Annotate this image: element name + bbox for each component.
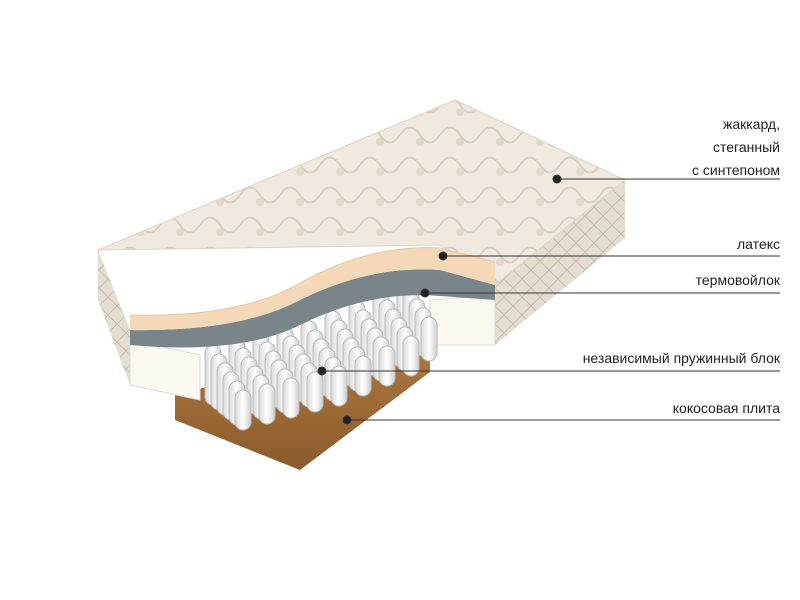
label-felt: термовойлок	[695, 272, 780, 288]
spring-block	[204, 280, 438, 431]
foam-block-right	[429, 294, 496, 346]
dot-coconut	[342, 415, 352, 425]
label-latex: латекс	[737, 236, 780, 252]
label-coconut: кокосовая плита	[672, 400, 780, 416]
pocket-spring	[234, 389, 252, 431]
pocket-spring	[330, 365, 348, 407]
dot-cover	[552, 174, 562, 184]
side-left	[98, 250, 130, 385]
pocket-spring	[282, 377, 300, 419]
latex-layer	[130, 247, 495, 331]
top-cover	[97, 99, 626, 286]
label-cover: жаккард, стеганный с синтепоном	[692, 113, 780, 182]
dot-springs	[317, 366, 327, 376]
side-right	[495, 180, 625, 345]
pocket-spring	[378, 345, 396, 387]
label-cover-line3: с синтепоном	[692, 162, 780, 178]
pocket-spring	[306, 371, 324, 413]
dot-latex	[438, 251, 448, 261]
label-cover-line1: жаккард,	[722, 116, 780, 132]
pocket-spring	[402, 335, 420, 377]
label-springs: независимый пружинный блок	[582, 350, 780, 366]
pocket-spring	[420, 316, 438, 362]
foam-block-left	[129, 339, 201, 401]
pocket-spring	[258, 383, 276, 425]
dot-felt	[420, 288, 430, 298]
pocket-spring	[354, 355, 372, 397]
label-cover-line2: стеганный	[713, 139, 780, 155]
felt-layer	[130, 269, 495, 348]
